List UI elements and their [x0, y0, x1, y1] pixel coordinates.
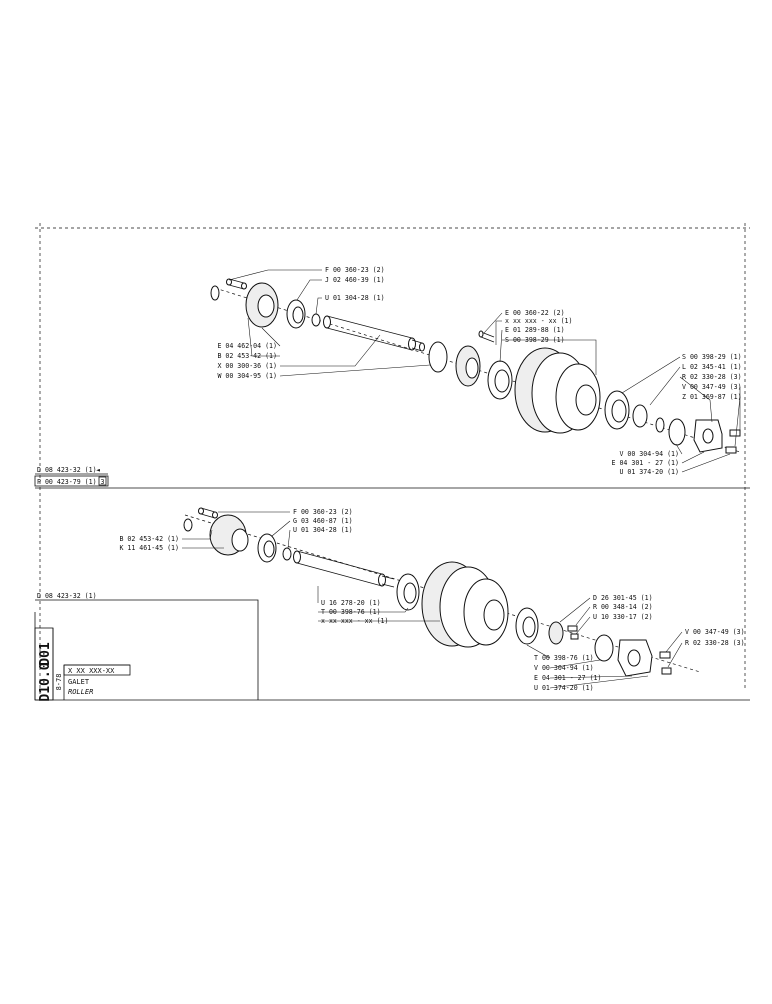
callout-x-00-300-36: X 00 300-36 (1)	[217, 362, 277, 370]
upper-assembly	[210, 278, 741, 454]
upper-shaft	[323, 315, 425, 352]
callout-f-00-360-23-lower: F 00 360-23 (2)	[293, 508, 353, 516]
upper-ref-arrow-icon: ◄	[96, 466, 100, 474]
upper-o-ring	[311, 313, 321, 327]
callout-e-04-301-27-upper: E 04 301 - 27 (1)	[612, 459, 680, 467]
upper-circlip-left	[210, 285, 220, 301]
upper-leader-lines	[228, 269, 741, 473]
callout-e-04-462-04: E 04 462-04 (1)	[217, 342, 277, 350]
lower-collar	[209, 514, 249, 556]
lower-seal-ring	[257, 533, 277, 563]
title-block: D01 D10.0 8-78 X XX XXX-XX GALET ROLLER	[34, 627, 131, 702]
callout-s-00-398-29-left: S 00 398-29 (1)	[505, 336, 565, 344]
upper-pin	[226, 278, 247, 290]
upper-end-flange	[693, 419, 723, 453]
upper-large-o-ring	[428, 341, 448, 373]
lower-large-o-ring	[594, 634, 614, 662]
lower-bearing-left	[396, 573, 420, 611]
callout-e-04-301-27-lower: E 04 301 - 27 (1)	[534, 674, 602, 682]
lower-retainer-screws	[567, 625, 579, 640]
lower-callout-labels: F 00 360-23 (2) G 03 460-87 (1) U 01 304…	[119, 508, 744, 692]
callout-g-03-460-87: G 03 460-87 (1)	[293, 517, 353, 525]
assembly-reference-boxes: D 08 423-32 (1) ◄ P 00 423-79 (1) 3 D 08…	[34, 466, 259, 700]
lower-roller-body	[421, 561, 509, 648]
title-part-number: X XX XXX-XX	[68, 667, 115, 675]
callout-k-11-461-45: K 11 461-45 (1)	[119, 544, 179, 552]
title-name-fr: GALET	[68, 678, 90, 686]
upper-bearing-left	[487, 360, 513, 400]
upper-collar-right	[632, 404, 648, 428]
callout-e-01-289-88: E 01 289-88 (1)	[505, 326, 565, 334]
callout-e-00-360-22: E 00 360-22 (2)	[505, 309, 565, 317]
upper-assembly-ref: D 08 423-32 (1)	[37, 466, 97, 474]
upper-bearing-right	[604, 390, 630, 430]
callout-v-00-347-49-lower: V 00 347-49 (3)	[685, 628, 745, 636]
lower-flange-bolts	[659, 651, 672, 675]
callout-t-00-398-76-right: T 00 398-76 (1)	[534, 654, 594, 662]
callout-d-26-301-45: D 26 301-45 (1)	[593, 594, 653, 602]
lower-assembly	[183, 507, 701, 677]
upper-o-ring-right	[655, 417, 665, 433]
lower-leader-lines	[182, 511, 683, 689]
upper-end-cap	[455, 345, 481, 387]
lower-o-ring	[282, 547, 292, 561]
callout-u-16-278-20: U 16 278-20 (1)	[321, 599, 381, 607]
lower-bearing-right	[515, 607, 539, 645]
callout-u-01-304-28-lower: U 01 304-28 (1)	[293, 526, 353, 534]
code-d10-0: D10.0	[38, 662, 53, 701]
upper-sub-assembly-ref: P 00 423-79 (1)	[37, 478, 97, 486]
lower-assembly-ref: D 08 423-32 (1)	[37, 592, 97, 600]
sheet-frame	[34, 223, 750, 701]
callout-z-01-369-87: Z 01 369-87 (1)	[682, 393, 742, 401]
callout-j-02-460-39: J 02 460-39 (1)	[325, 276, 385, 284]
lower-shaft	[293, 550, 395, 588]
callout-w-00-304-95: W 00 304-95 (1)	[217, 372, 277, 380]
callout-s-00-398-29-right: S 00 398-29 (1)	[682, 353, 742, 361]
callout-t-00-398-76-left: T 00 398-76 (1)	[321, 608, 381, 616]
upper-callout-labels: F 00 360-23 (2) J 02 460-39 (1) U 01 304…	[217, 266, 741, 476]
callout-r-02-330-28-upper: R 02 330-28 (3)	[682, 373, 742, 381]
upper-dowel-pin	[478, 330, 495, 343]
callout-u-01-304-28: U 01 304-28 (1)	[325, 294, 385, 302]
lower-retainer-disc	[548, 621, 564, 645]
callout-v-00-347-49-upper: V 00 347-49 (3)	[682, 383, 742, 391]
date-mark: 8-78	[55, 674, 63, 691]
upper-seal-ring	[286, 299, 306, 329]
callout-roller-body-lower: x xx xxx - xx (1)	[321, 617, 389, 625]
lower-end-flange	[617, 639, 653, 677]
callout-v-00-304-94-upper: V 00 304-94 (1)	[619, 450, 679, 458]
upper-large-o-ring-right	[668, 418, 686, 446]
callout-u-01-374-20-lower: U 01 374-20 (1)	[534, 684, 594, 692]
callout-b-02-453-42: B 02 453-42 (1)	[217, 352, 277, 360]
callout-u-01-374-20-upper: U 01 374-20 (1)	[619, 468, 679, 476]
upper-sub-mark: 3	[101, 478, 105, 486]
callout-roller-body-upper: x xx xxx - xx (1)	[505, 317, 573, 325]
callout-f-00-360-23: F 00 360-23 (2)	[325, 266, 385, 274]
callout-b-02-453-42-lower: B 02 453-42 (1)	[119, 535, 179, 543]
code-d01: D01	[38, 642, 53, 666]
lower-circlip-left	[183, 518, 193, 532]
upper-collar	[245, 282, 279, 328]
callout-r-00-348-14: R 00 348-14 (2)	[593, 603, 653, 611]
lower-pin	[198, 507, 218, 519]
callout-v-00-304-94-lower: V 00 304-94 (1)	[534, 664, 594, 672]
callout-u-10-330-17: U 10 330-17 (2)	[593, 613, 653, 621]
callout-l-02-345-41: L 02 345-41 (1)	[682, 363, 742, 371]
callout-r-02-330-28-lower: R 02 330-28 (3)	[685, 639, 745, 647]
title-name-en: ROLLER	[68, 688, 93, 696]
upper-flange-bolts	[725, 429, 741, 454]
upper-roller-body	[514, 347, 601, 434]
